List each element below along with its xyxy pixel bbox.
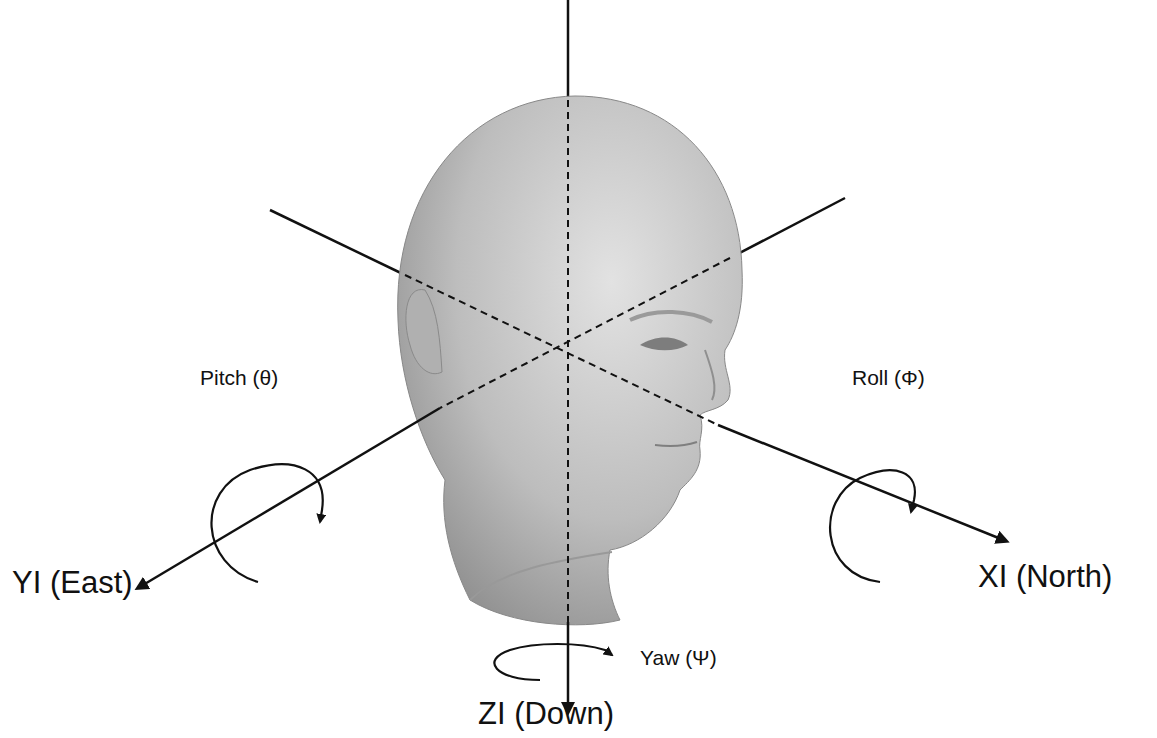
head <box>398 96 743 625</box>
rotation-label: Yaw (Ψ) <box>640 646 717 669</box>
axis-label: ZI (Down) <box>478 697 614 731</box>
axis-label: XI (North) <box>978 560 1112 594</box>
axis-label: YI (East) <box>12 566 133 600</box>
rotation-label: Pitch (θ) <box>200 366 278 389</box>
rotation-label: Roll (Φ) <box>852 366 925 389</box>
